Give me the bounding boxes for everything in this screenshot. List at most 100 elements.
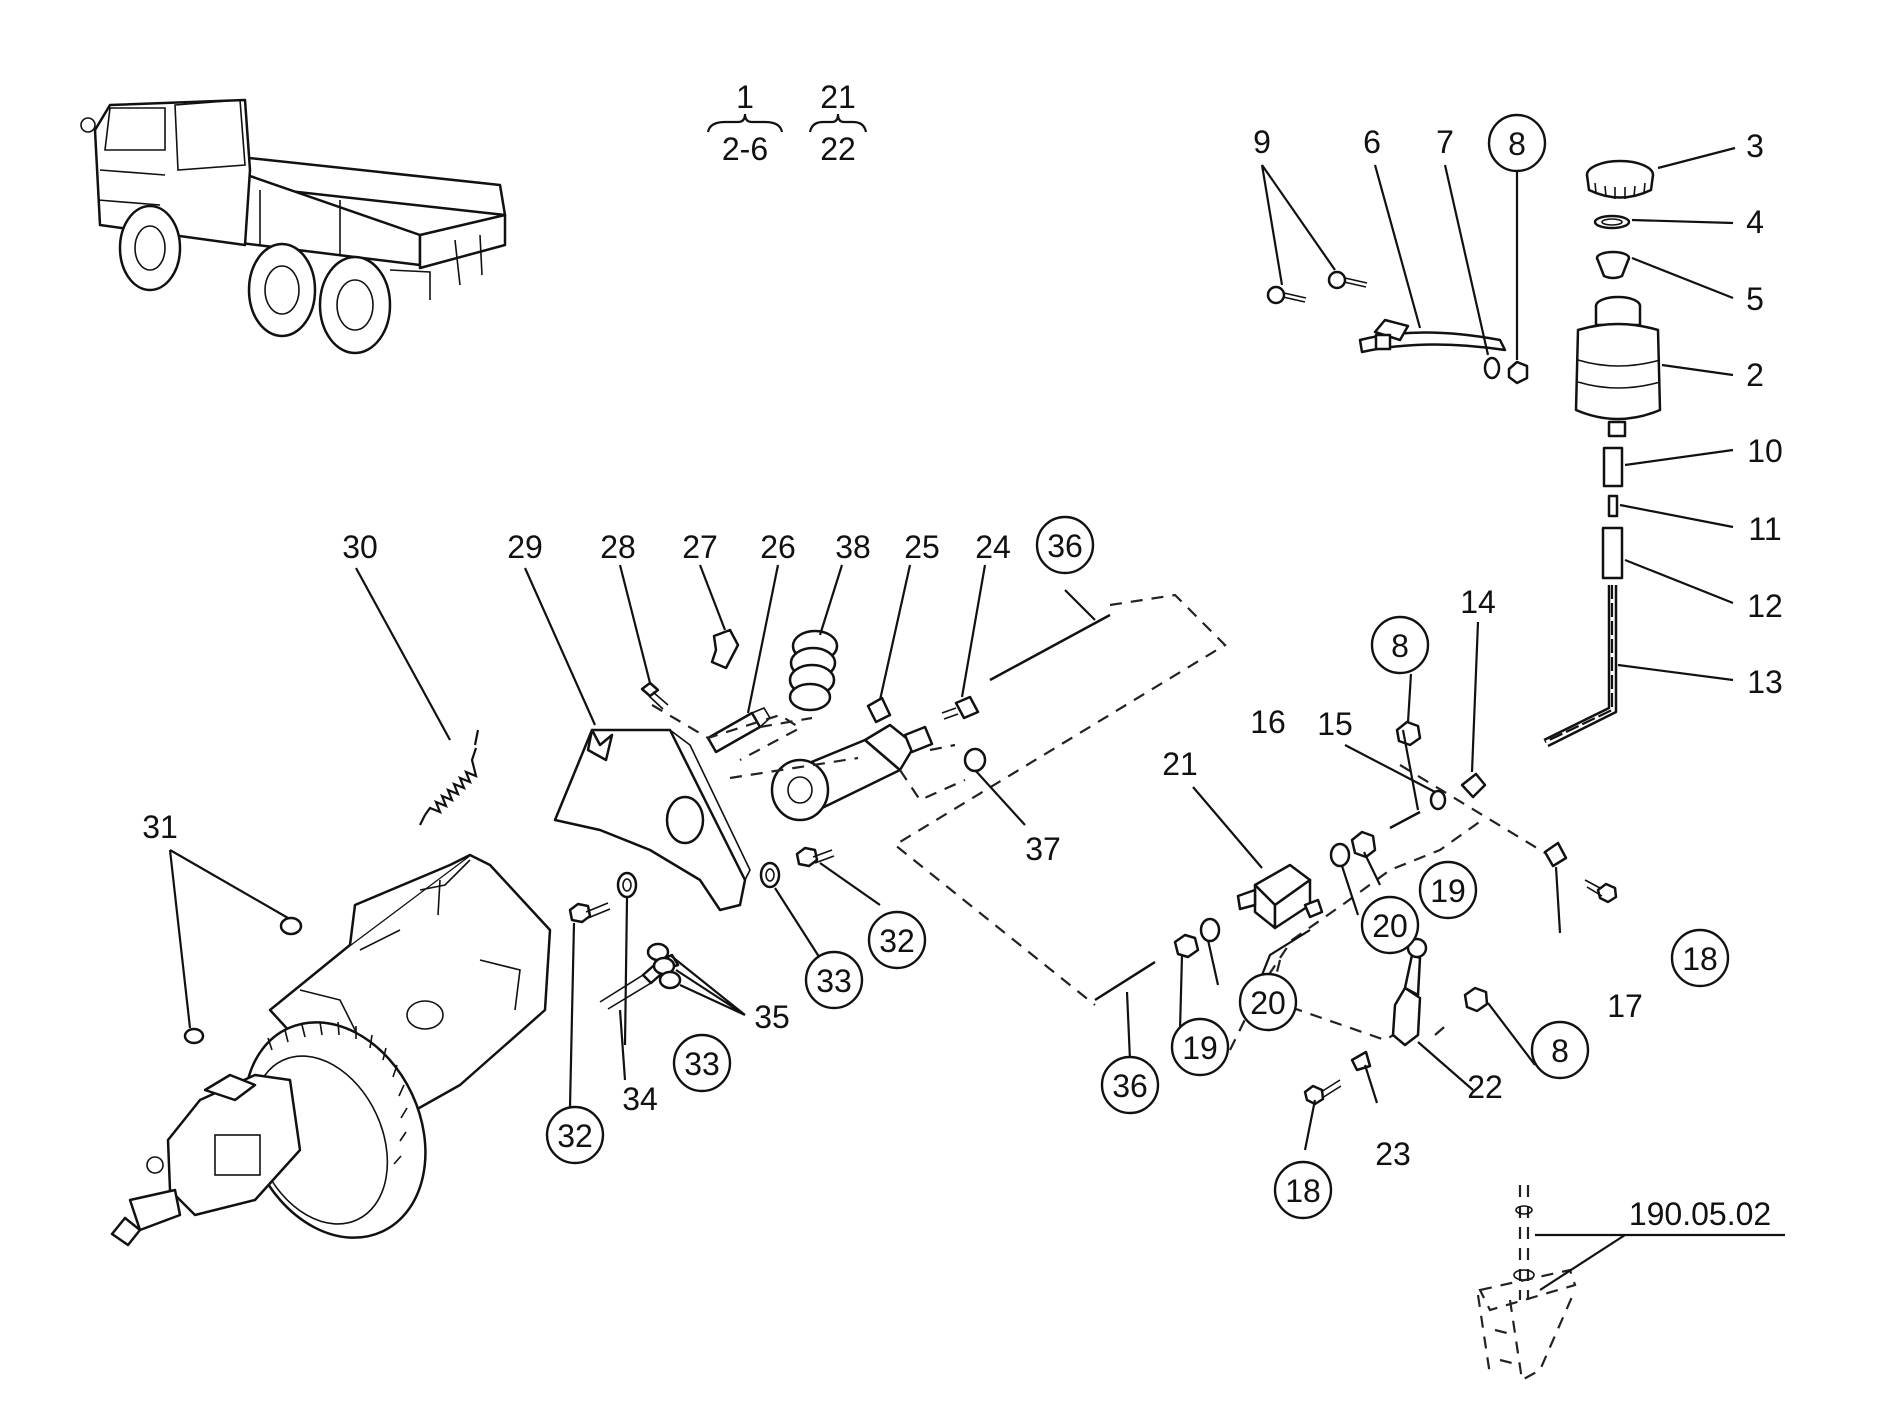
svg-text:19: 19: [1430, 873, 1466, 909]
svg-text:18: 18: [1285, 1173, 1321, 1209]
callout-20-left: 20: [1238, 972, 1298, 1032]
reservoir-bracket-hardware: [1266, 270, 1529, 385]
callout-28: 28: [600, 529, 636, 565]
svg-text:32: 32: [557, 1118, 593, 1154]
washer-31b: [183, 1027, 205, 1045]
svg-text:33: 33: [816, 963, 852, 999]
callout-26: 26: [760, 529, 796, 565]
pipe-clip-hardware: [1395, 720, 1618, 904]
bracket-hardware: [640, 628, 839, 754]
svg-text:6: 6: [1363, 124, 1381, 160]
svg-text:20: 20: [1372, 908, 1408, 944]
group-note-1-top: 1: [736, 79, 754, 115]
svg-text:35: 35: [754, 999, 790, 1035]
dust-cap: [963, 747, 987, 773]
callout-33-left: 33: [672, 1033, 732, 1093]
svg-text:2: 2: [1746, 357, 1764, 393]
svg-text:10: 10: [1747, 433, 1783, 469]
callout-19-right: 19: [1418, 860, 1478, 920]
svg-text:36: 36: [1047, 528, 1083, 564]
callout-27: 27: [682, 529, 718, 565]
svg-text:15: 15: [1317, 706, 1353, 742]
callout-8-bottom: 8: [1530, 1020, 1590, 1080]
callout-8-mid: 8: [1370, 615, 1430, 675]
assembly-dashed-lines: [651, 593, 1561, 1051]
svg-text:28: 28: [600, 529, 636, 565]
push-rod-lower: [1094, 960, 1156, 1002]
svg-text:20: 20: [1250, 985, 1286, 1021]
svg-text:37: 37: [1025, 831, 1061, 867]
callout-20-right: 20: [1360, 895, 1420, 955]
svg-text:18: 18: [1682, 941, 1718, 977]
callout-25: 25: [904, 529, 940, 565]
svg-text:13: 13: [1747, 664, 1783, 700]
callout-31: 31: [142, 809, 178, 845]
callout-36-bottom: 36: [1100, 1055, 1160, 1115]
svg-text:8: 8: [1391, 628, 1409, 664]
svg-text:17: 17: [1607, 988, 1643, 1024]
callout-14: 14: [1460, 584, 1496, 620]
svg-text:33: 33: [684, 1046, 720, 1082]
clutch-slave-cylinder: [770, 696, 934, 822]
group-note-1: 1 2-6: [706, 79, 784, 167]
fasteners-lower: [568, 846, 835, 1010]
reference-inset-drawing: 190.05.02: [1476, 1185, 1785, 1382]
svg-text:24: 24: [975, 529, 1011, 565]
callout-21: 21: [1162, 746, 1198, 782]
callout-13: 13: [1747, 664, 1783, 700]
svg-text:27: 27: [682, 529, 718, 565]
svg-text:16: 16: [1250, 704, 1286, 740]
callout-16: 16: [1250, 704, 1286, 740]
callout-23: 23: [1375, 1136, 1411, 1172]
callout-18-bottom: 18: [1273, 1160, 1333, 1220]
svg-text:8: 8: [1508, 126, 1526, 162]
svg-text:11: 11: [1748, 511, 1781, 547]
svg-text:38: 38: [835, 529, 871, 565]
callout-29: 29: [507, 529, 543, 565]
callout-12: 12: [1747, 588, 1783, 624]
callout-19-left: 19: [1170, 1017, 1230, 1077]
svg-text:5: 5: [1746, 281, 1764, 317]
callout-38: 38: [835, 529, 871, 565]
reference-code: 190.05.02: [1629, 1196, 1771, 1232]
callout-22: 22: [1467, 1069, 1503, 1105]
callout-34: 34: [622, 1081, 658, 1117]
leader-lines: [168, 146, 1736, 1151]
callout-30: 30: [342, 529, 378, 565]
return-spring: [419, 729, 480, 826]
svg-text:3: 3: [1746, 128, 1764, 164]
group-note-2: 21 22: [808, 79, 868, 167]
svg-text:26: 26: [760, 529, 796, 565]
callout-15: 15: [1317, 706, 1353, 742]
callout-7: 7: [1436, 124, 1454, 160]
svg-text:25: 25: [904, 529, 940, 565]
svg-text:31: 31: [142, 809, 178, 845]
callout-33-right: 33: [804, 950, 864, 1010]
group-note-2-bottom: 22: [820, 131, 856, 167]
callout-4: 4: [1746, 204, 1764, 240]
callout-37: 37: [1025, 831, 1061, 867]
callout-6: 6: [1363, 124, 1381, 160]
callout-3: 3: [1746, 128, 1764, 164]
svg-text:14: 14: [1460, 584, 1496, 620]
svg-text:22: 22: [1467, 1069, 1503, 1105]
mounting-bracket: [553, 728, 751, 912]
svg-text:29: 29: [507, 529, 543, 565]
callout-32-left: 32: [545, 1105, 605, 1165]
svg-text:36: 36: [1112, 1068, 1148, 1104]
callout-5: 5: [1746, 281, 1764, 317]
group-note-1-bottom: 2-6: [722, 131, 768, 167]
callout-36-top: 36: [1035, 515, 1095, 575]
callout-35: 35: [754, 999, 790, 1035]
group-note-2-top: 21: [820, 79, 856, 115]
callout-labels: 3 4 5 2 10 11 12 13 9 6 7 8 30 29 28 27 …: [142, 113, 1783, 1220]
svg-text:32: 32: [879, 923, 915, 959]
bleeder-valve: [954, 695, 980, 720]
svg-text:7: 7: [1436, 124, 1454, 160]
washer-31a: [279, 916, 303, 936]
svg-text:34: 34: [622, 1081, 658, 1117]
callout-8-top: 8: [1487, 113, 1547, 173]
reservoir-assembly: [1543, 159, 1662, 748]
callout-9: 9: [1253, 124, 1271, 160]
